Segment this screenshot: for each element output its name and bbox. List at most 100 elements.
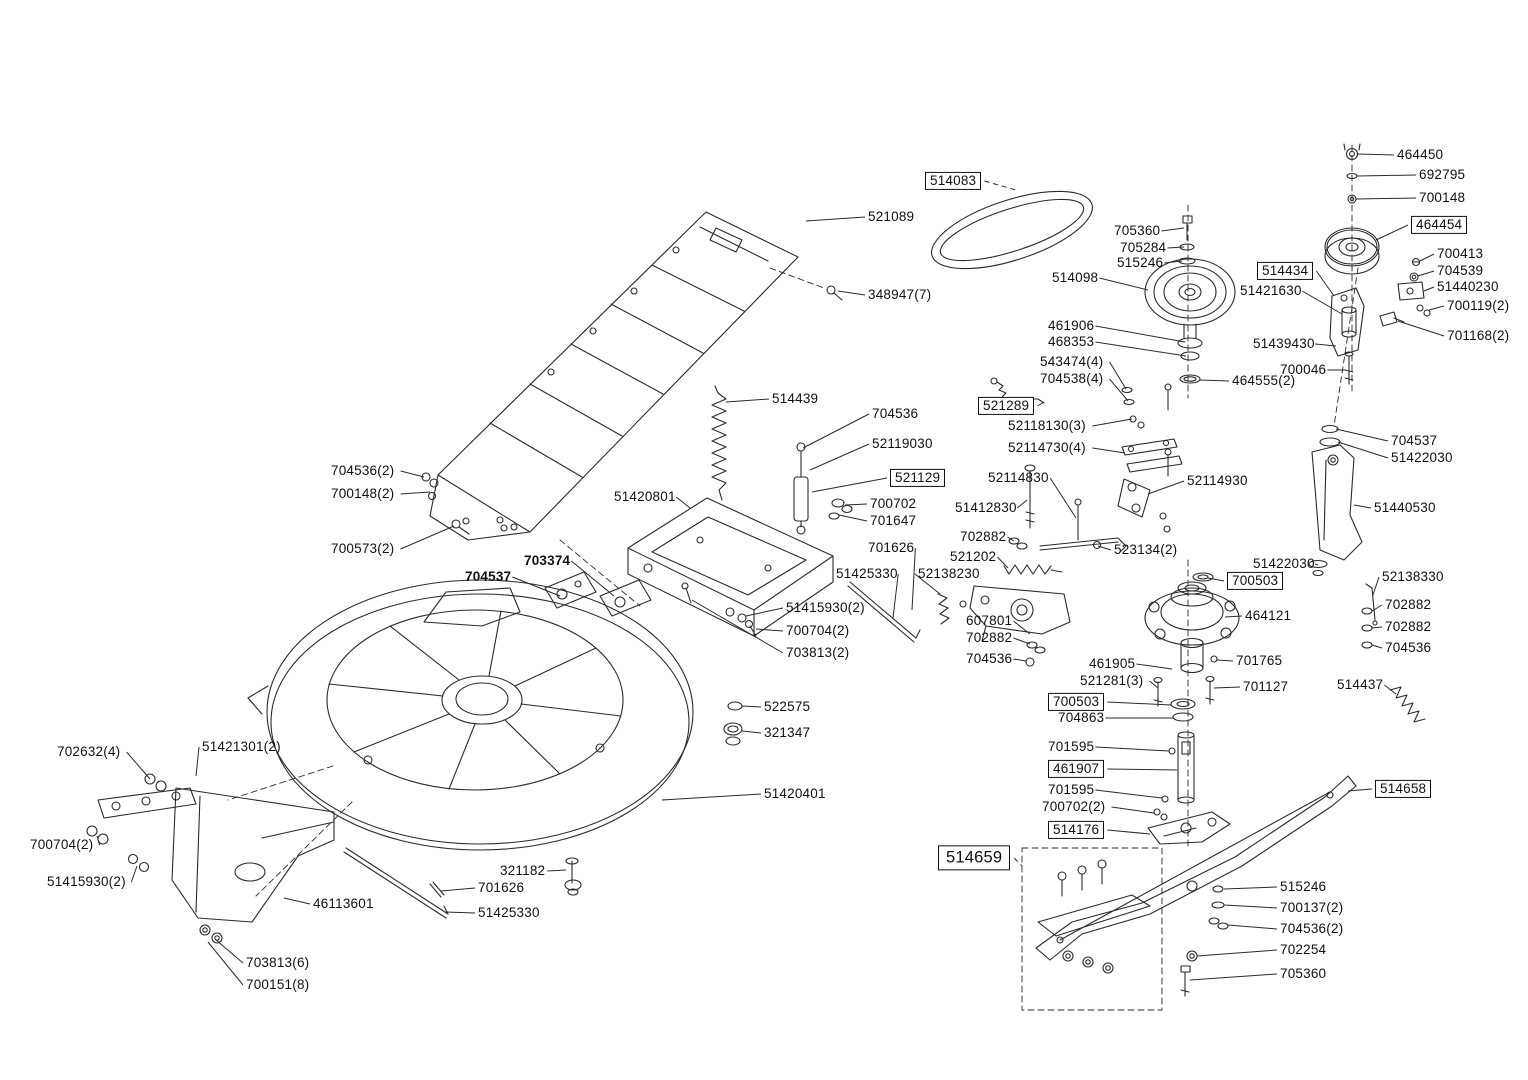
leader-line	[1167, 246, 1185, 249]
leader-line	[444, 911, 476, 914]
part-label: 51425330	[836, 565, 898, 581]
leader-line	[1016, 499, 1028, 509]
top-right-pulley-artwork	[1319, 143, 1431, 447]
leader-line	[1216, 659, 1234, 662]
leader-line	[283, 897, 311, 905]
part-label: 51425330	[478, 904, 540, 920]
leader-line	[440, 887, 476, 892]
part-label: 700702	[870, 495, 917, 511]
part-label: 607801	[966, 612, 1013, 628]
leader-line	[805, 216, 866, 222]
hanger-frame-artwork	[544, 497, 834, 637]
leader-line	[844, 503, 868, 506]
part-label: 321182	[500, 862, 546, 878]
leader-line	[725, 398, 770, 403]
part-label: 515246	[1117, 254, 1164, 270]
part-label: 701595	[1048, 781, 1095, 797]
leader-line	[1223, 886, 1278, 890]
part-label: 702632(4)	[57, 743, 121, 759]
tension-hardware-artwork	[959, 464, 1127, 667]
leader-line	[1397, 320, 1445, 337]
leader-line	[1107, 768, 1178, 771]
leader-line	[911, 547, 916, 611]
part-label: 703374	[524, 552, 571, 568]
part-label: 701626	[478, 879, 525, 895]
leader-line	[1136, 663, 1173, 670]
leader-line	[1227, 924, 1278, 930]
leader-line	[741, 730, 762, 734]
leader-line	[1013, 637, 1031, 645]
leader-line	[1213, 686, 1241, 689]
part-label: 702882	[966, 629, 1013, 645]
part-label: 51415930(2)	[47, 873, 126, 889]
part-label: 700148(2)	[331, 485, 395, 501]
part-label: 514439	[772, 390, 819, 406]
part-label: 514659	[938, 845, 1011, 871]
leader-line	[1357, 153, 1395, 156]
leader-line	[1384, 684, 1397, 695]
leader-line	[811, 477, 888, 493]
leader-line	[1315, 563, 1319, 566]
leader-line	[207, 941, 244, 986]
part-label: 51422030	[1391, 449, 1453, 465]
part-label: 704537	[1391, 432, 1438, 448]
leader-line	[1224, 615, 1243, 618]
part-label: 348947(7)	[868, 286, 932, 302]
leader-line	[1196, 949, 1278, 957]
leader-line	[1164, 260, 1183, 264]
leader-line	[400, 491, 431, 495]
part-label: 704538(4)	[1040, 370, 1104, 386]
part-label: 515246	[1280, 878, 1327, 894]
part-label: 704539	[1437, 262, 1484, 278]
part-label: 700704(2)	[786, 622, 850, 638]
part-label: 52114830	[988, 469, 1049, 485]
leader-line	[837, 290, 866, 296]
part-label: 521289	[978, 396, 1035, 416]
part-label: 704536	[966, 650, 1013, 666]
leader-line	[1095, 325, 1186, 343]
part-label: 52138330	[1382, 568, 1444, 584]
part-label: 700151(8)	[246, 976, 310, 992]
part-label: 464454	[1411, 215, 1468, 235]
leader-line	[1372, 576, 1380, 596]
part-label: 704536(2)	[331, 462, 395, 478]
part-label: 51422030	[1253, 555, 1315, 571]
blade-artwork	[1021, 775, 1357, 1011]
leader-line	[914, 573, 941, 595]
leader-line	[1347, 788, 1373, 792]
leader-line	[1049, 477, 1077, 519]
part-label: 51440530	[1374, 499, 1436, 515]
part-label: 51421630	[1240, 282, 1302, 298]
leader-line	[1371, 644, 1383, 649]
part-label: 464121	[1245, 607, 1292, 623]
part-label: 514098	[1052, 269, 1099, 285]
part-label: 52138230	[918, 565, 980, 581]
leader-line	[1223, 904, 1278, 909]
leader-line	[1013, 658, 1027, 662]
part-label: 704536(2)	[1280, 920, 1344, 936]
leader-line	[1097, 545, 1112, 551]
leader-line	[1199, 379, 1230, 382]
leader-line	[400, 525, 455, 550]
part-label: 514658	[1375, 779, 1432, 799]
part-label: 51440230	[1437, 278, 1499, 294]
deck-artwork	[227, 539, 694, 897]
leader-line	[1207, 577, 1225, 582]
part-label: 514434	[1257, 261, 1314, 281]
leader-line	[400, 470, 425, 478]
part-label: 461905	[1089, 655, 1136, 671]
leader-line	[809, 443, 870, 471]
front-bracket-artwork	[86, 773, 335, 944]
leader-line	[1419, 253, 1435, 262]
part-label: 543474(4)	[1040, 353, 1104, 369]
leader-line	[571, 560, 615, 597]
leader-line	[1371, 604, 1383, 612]
part-label: 700046	[1280, 361, 1327, 377]
part-label: 321347	[764, 724, 811, 740]
part-label: 702882	[1385, 596, 1432, 612]
leader-line	[1099, 277, 1149, 291]
part-label: 52118130(3)	[1008, 417, 1086, 433]
